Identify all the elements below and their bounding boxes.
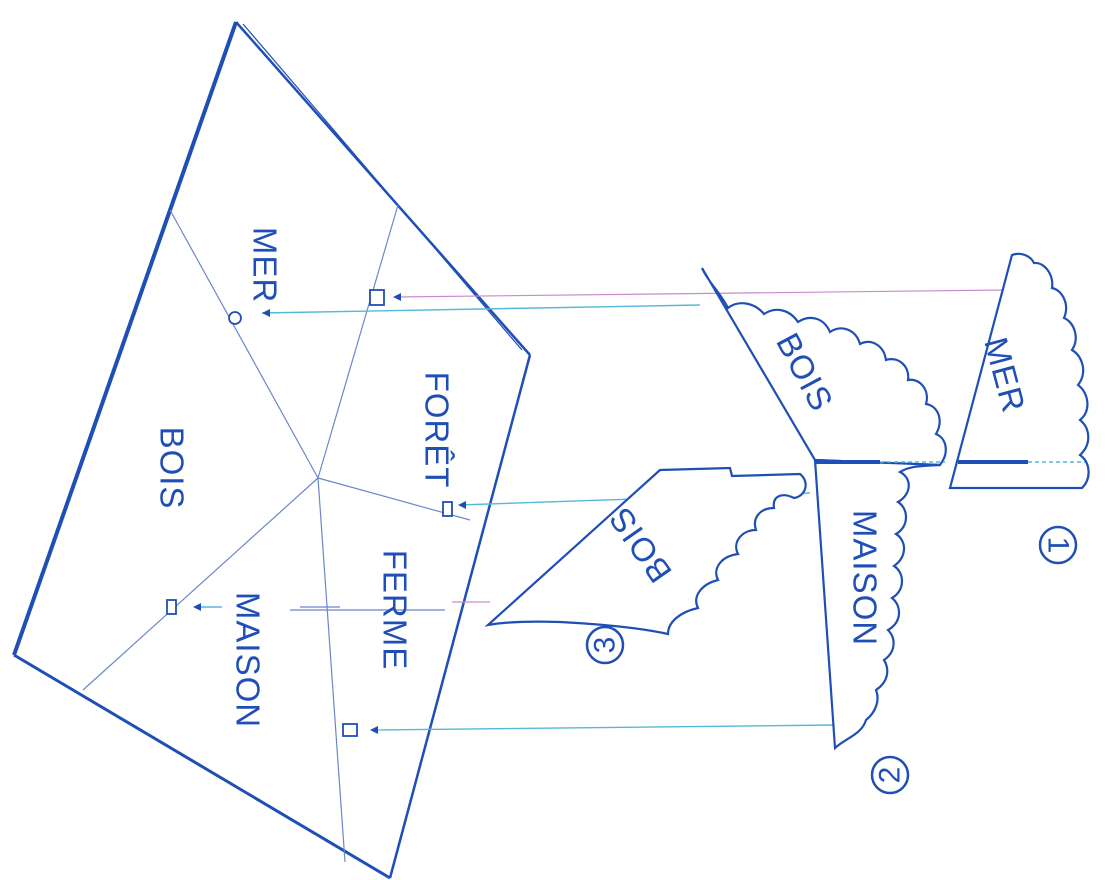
region-label-bois: BOIS [154, 427, 191, 510]
piece-1: MER 1 [950, 254, 1089, 563]
region-label-maison: MAISON [230, 592, 267, 728]
piece-1-number-badge: 1 [1040, 527, 1076, 563]
marker-square [370, 290, 384, 305]
marker-small-3 [343, 724, 357, 736]
marker-round [229, 312, 241, 324]
region-label-foret: FORÊT [419, 372, 456, 489]
main-map: MER FORÊT BOIS FERME MAISON [14, 22, 530, 878]
piece-3-number-badge: 3 [587, 627, 623, 663]
piece-3: BOIS 3 [488, 468, 806, 663]
svg-text:2: 2 [874, 767, 907, 784]
region-label-ferme: FERME [377, 550, 414, 671]
svg-text:1: 1 [1042, 537, 1075, 554]
marker-small-1 [443, 502, 452, 516]
piece-2-label-maison: MAISON [847, 510, 884, 646]
region-label-mer: MER [247, 227, 284, 303]
marker-small-2 [167, 600, 176, 614]
piece-2-number-badge: 2 [872, 757, 908, 793]
svg-text:3: 3 [589, 637, 622, 654]
